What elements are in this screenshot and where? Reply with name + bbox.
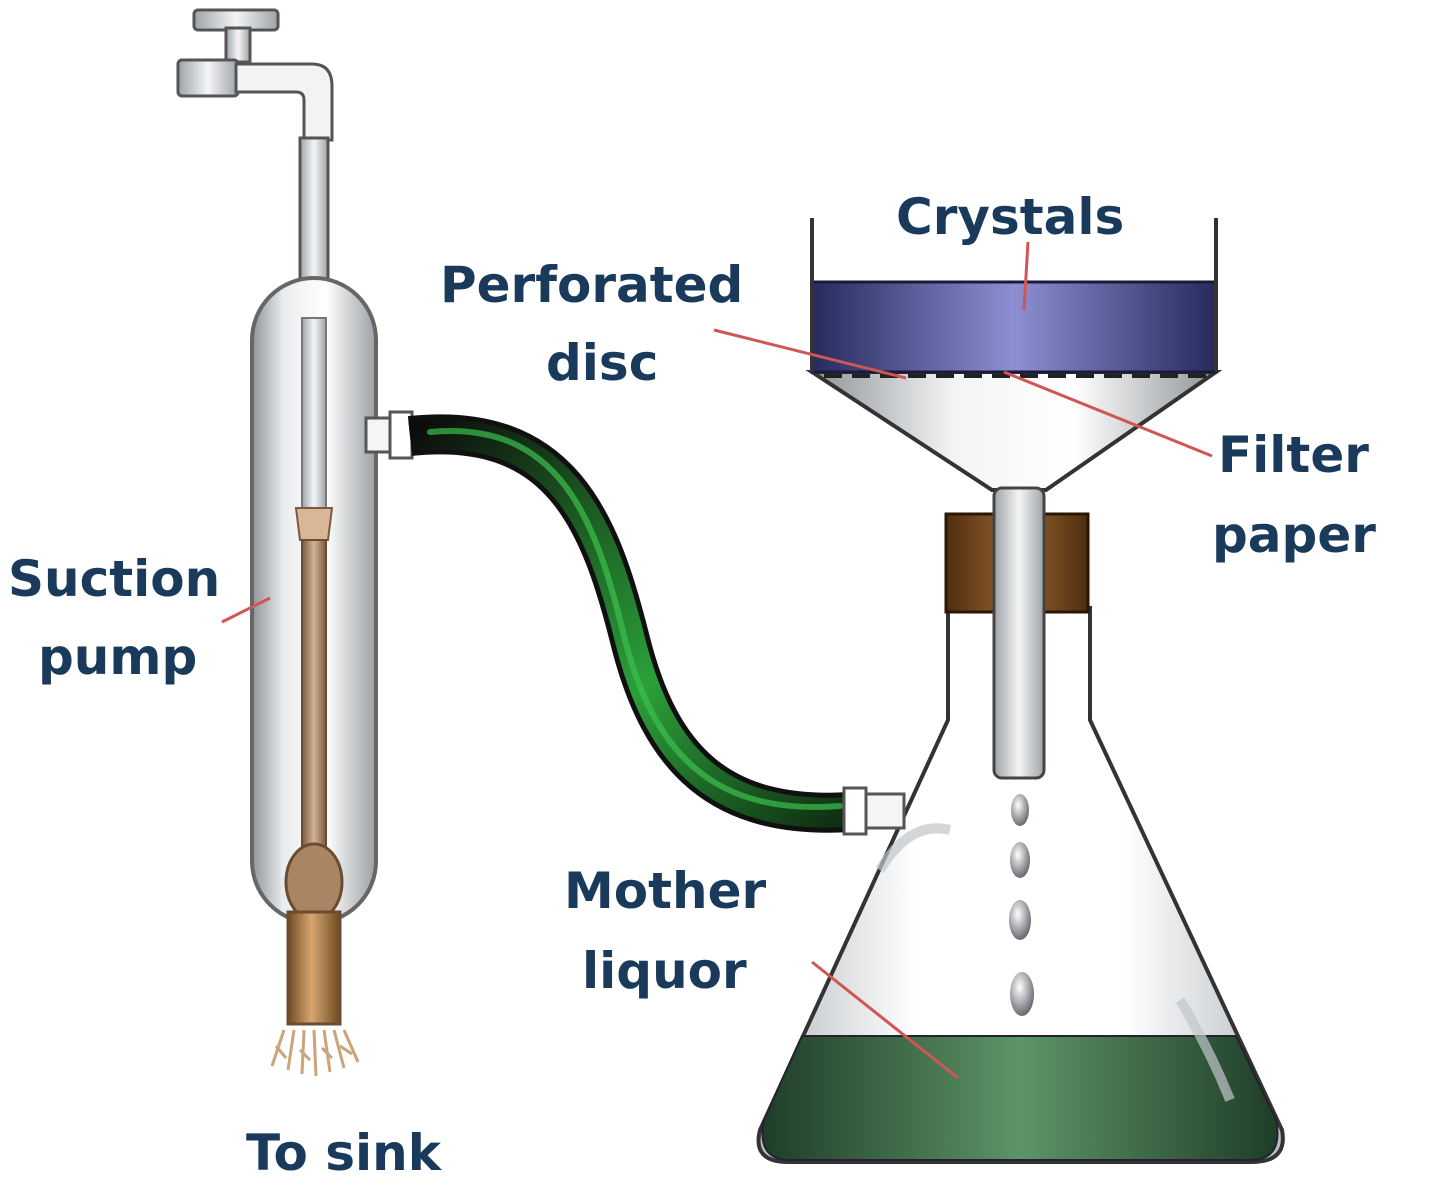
to-sink-label: To sink bbox=[246, 1124, 443, 1182]
filtrate-drops bbox=[1009, 794, 1034, 1016]
suction-pump bbox=[176, 8, 414, 1077]
crystals-leader bbox=[1022, 241, 1030, 311]
perforated-disc-label-line1: Perforated bbox=[440, 256, 743, 314]
mother-liquor-leader bbox=[811, 960, 959, 1080]
filter-paper-leader bbox=[1003, 370, 1213, 458]
pump-rubber-outlet bbox=[286, 910, 342, 1026]
filter-paper-label-line2: paper bbox=[1212, 506, 1376, 564]
perforated-disc-leader bbox=[713, 328, 907, 380]
water-tap-icon bbox=[176, 8, 334, 142]
mother-liquor-label-line2: liquor bbox=[582, 942, 747, 1000]
buchner-funnel bbox=[805, 218, 1223, 780]
funnel-stem bbox=[992, 486, 1046, 780]
pump-inner-tube bbox=[301, 539, 327, 861]
filter-paper-label-line1: Filter bbox=[1218, 426, 1369, 484]
suction-pump-leader bbox=[221, 596, 271, 624]
suction-pump-label-line1: Suction bbox=[8, 550, 220, 608]
mother-liquor-fill bbox=[761, 1035, 1279, 1161]
water-splash bbox=[270, 1029, 360, 1077]
crystals-layer bbox=[810, 280, 1218, 374]
suction-pump-label-line2: pump bbox=[38, 628, 197, 686]
mother-liquor-label-line1: Mother bbox=[564, 862, 767, 920]
crystals-label: Crystals bbox=[896, 188, 1124, 246]
perforated-disc-label-line2: disc bbox=[546, 334, 658, 392]
